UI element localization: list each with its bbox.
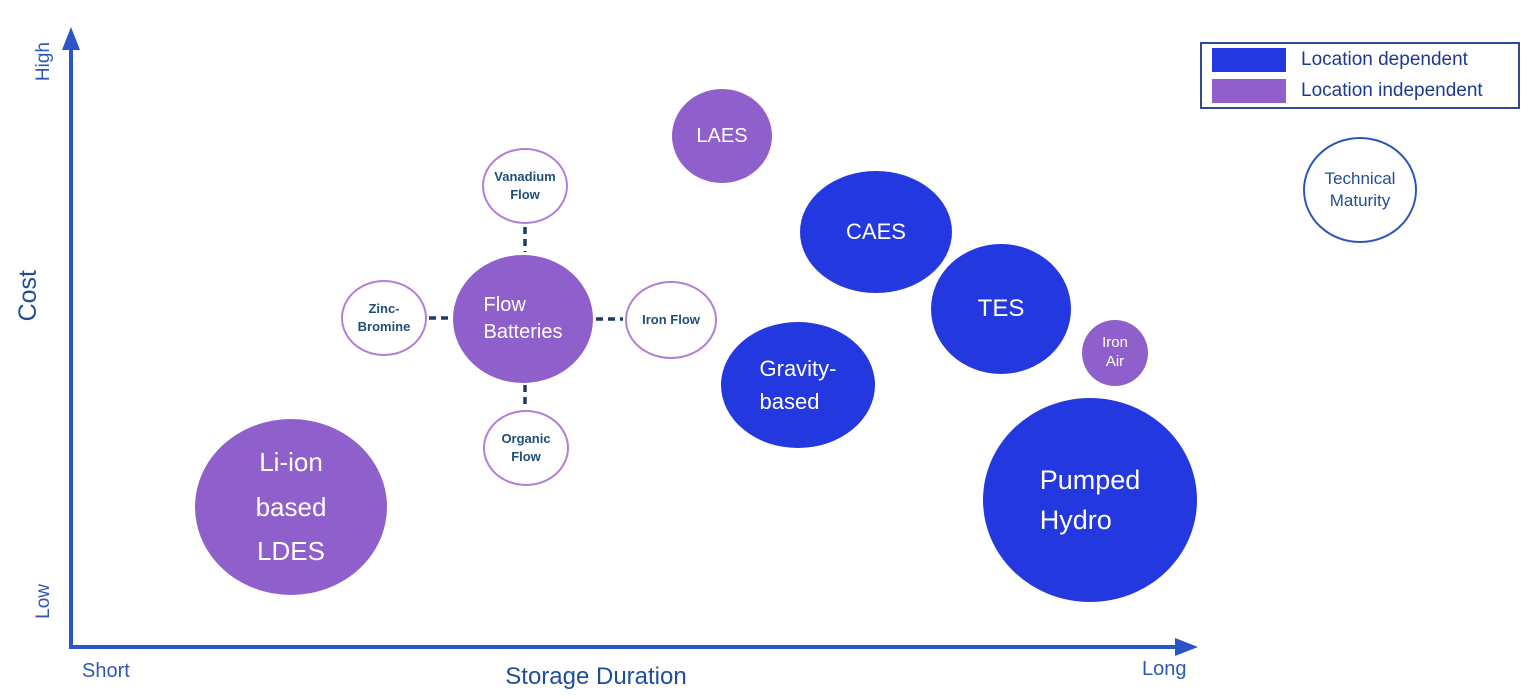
x-axis-tick-short: Short bbox=[82, 660, 130, 682]
y-axis-arrowhead-icon bbox=[62, 27, 80, 50]
x-axis-tick-long: Long bbox=[1142, 658, 1187, 680]
legend-item-location-dependent: Location dependent bbox=[1212, 48, 1508, 72]
bubble-laes: LAES bbox=[672, 89, 772, 183]
bubble-li-ion-based-ldes: Li-ion based LDES bbox=[195, 419, 387, 595]
bubble-caes: CAES bbox=[800, 171, 952, 293]
bubble-iron-flow: Iron Flow bbox=[625, 281, 717, 359]
bubble-tes: TES bbox=[931, 244, 1071, 374]
legend: Location dependent Location independent bbox=[1200, 42, 1520, 109]
bubble-organic-flow: Organic Flow bbox=[483, 410, 569, 486]
technical-maturity-label: Technical Maturity bbox=[1324, 168, 1396, 210]
bubble-gravity-based: Gravity- based bbox=[721, 322, 875, 448]
y-axis-tick-high: High bbox=[33, 42, 54, 82]
x-axis-title: Storage Duration bbox=[505, 663, 687, 690]
bubble-label: Li-ion based LDES bbox=[255, 446, 327, 567]
bubble-label: Gravity- based bbox=[759, 356, 837, 414]
bubble-label: LAES bbox=[696, 124, 748, 147]
bubble-flow-batteries: Flow Batteries bbox=[453, 255, 593, 383]
y-axis-tick-low: Low bbox=[33, 584, 54, 619]
bubble-label: Zinc- Bromine bbox=[357, 301, 411, 334]
legend-item-location-independent: Location independent bbox=[1212, 79, 1508, 103]
bubble-zinc-bromine: Zinc- Bromine bbox=[341, 280, 427, 356]
bubble-label: Flow Batteries bbox=[483, 294, 563, 343]
bubble-iron-air: Iron Air bbox=[1082, 320, 1148, 386]
bubble-label: Pumped Hydro bbox=[1039, 464, 1141, 536]
technical-maturity-key: Technical Maturity bbox=[1303, 137, 1417, 243]
bubble-label: Vanadium Flow bbox=[494, 169, 556, 202]
legend-label: Location dependent bbox=[1301, 49, 1468, 70]
legend-label: Location independent bbox=[1301, 80, 1483, 101]
x-axis-arrowhead-icon bbox=[1175, 638, 1198, 656]
bubble-label: Organic Flow bbox=[501, 431, 551, 464]
legend-swatch-purple bbox=[1212, 79, 1286, 103]
bubble-label: CAES bbox=[846, 219, 906, 244]
bubble-vanadium-flow: Vanadium Flow bbox=[482, 148, 568, 224]
bubble-label: Iron Air bbox=[1102, 334, 1128, 370]
bubble-label: TES bbox=[977, 295, 1025, 322]
bubble-pumped-hydro: Pumped Hydro bbox=[983, 398, 1197, 602]
legend-swatch-blue bbox=[1212, 48, 1286, 72]
y-axis-title: Cost bbox=[14, 270, 42, 322]
bubble-label: Iron Flow bbox=[642, 312, 700, 328]
